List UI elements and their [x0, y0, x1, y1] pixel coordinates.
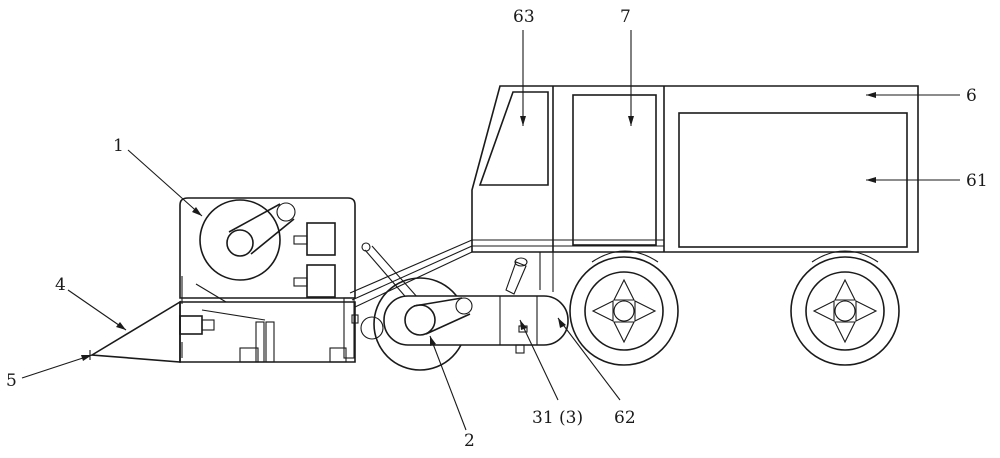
rear-wheel: [790, 250, 900, 366]
label-61: 61: [966, 171, 988, 191]
machine-housing: [179, 197, 356, 299]
truck-outline: [471, 85, 919, 253]
label-5: 5: [6, 371, 17, 391]
label-7: 62: [614, 408, 636, 428]
label-6: 6: [966, 86, 977, 106]
label-31: 31 (3): [532, 408, 583, 428]
drum-assembly: [360, 257, 569, 371]
cab-window: [478, 91, 549, 186]
header-frame: [89, 276, 359, 363]
label-4: 4: [55, 275, 66, 295]
leader-lines: [21, 30, 960, 431]
door-panel: [572, 94, 657, 246]
label-62: 63: [513, 7, 535, 27]
front-wheel: [569, 250, 679, 366]
truck-body: [471, 85, 919, 292]
label-2: 2: [464, 431, 475, 451]
label-1: 1: [113, 136, 124, 156]
reference-labels: 63 7 6 61 1 4 5 2 31 (3) 62: [6, 7, 988, 451]
connecting-arms: [349, 239, 473, 308]
label-63: 7: [620, 7, 631, 27]
